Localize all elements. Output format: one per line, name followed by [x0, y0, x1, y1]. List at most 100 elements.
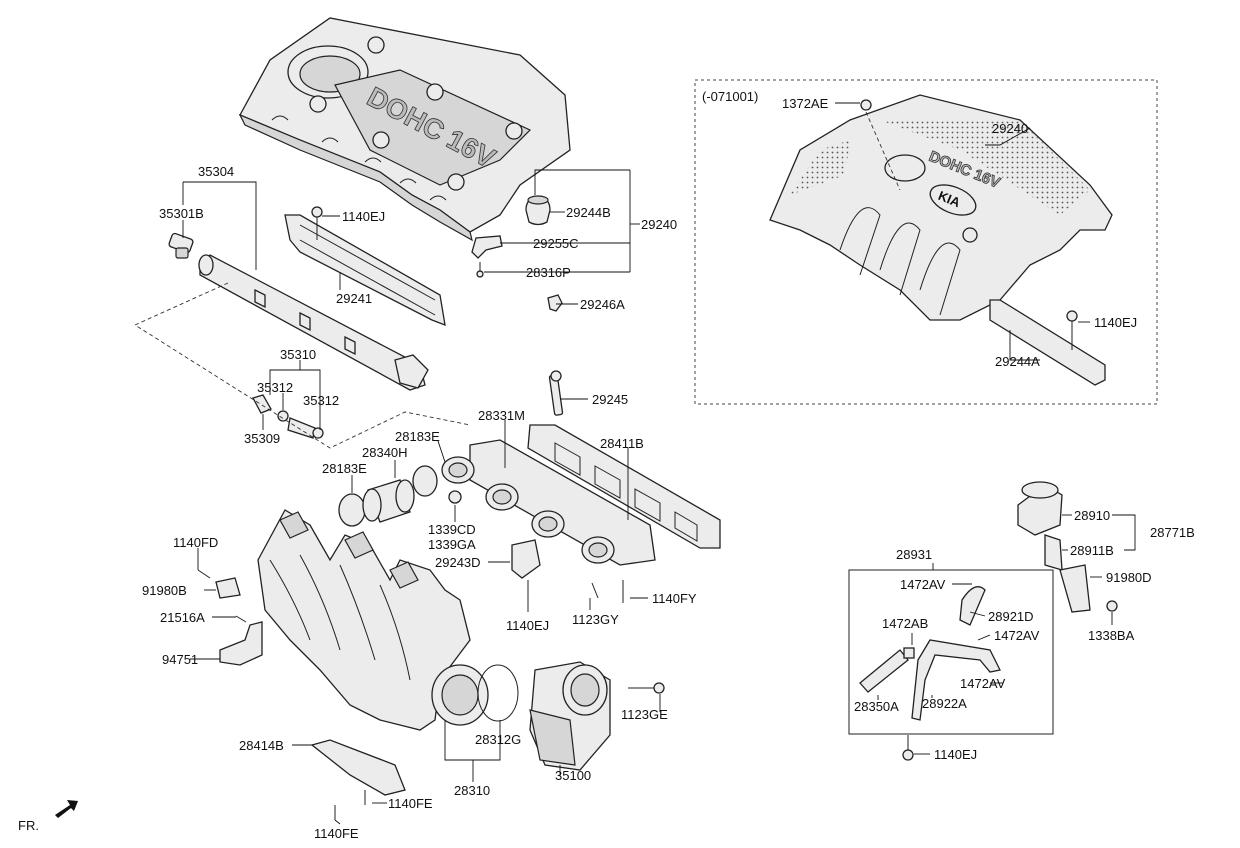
label-35304: 35304	[198, 164, 234, 179]
label-28183E-b: 28183E	[322, 461, 367, 476]
label-94751: 94751	[162, 652, 198, 667]
label-front: FR.	[18, 818, 39, 833]
bolt-1140FD	[197, 569, 211, 579]
label-1472AV-c: 1472AV	[960, 676, 1006, 691]
label-28350A: 28350A	[854, 699, 899, 714]
label-1123GE: 1123GE	[621, 707, 668, 722]
label-1140FE-a: 1140FE	[388, 796, 433, 811]
label-1140EJ-a: 1140EJ	[342, 209, 385, 224]
throttle-body-35100	[529, 661, 611, 771]
label-1339GA: 1339GA	[428, 537, 476, 552]
label-1472AV-b: 1472AV	[994, 628, 1040, 643]
injector-35310	[252, 394, 324, 439]
bolt-1123GY	[591, 582, 599, 599]
gasket-28312G	[477, 664, 519, 722]
manifold-flange-28331M	[441, 439, 656, 566]
bolt-1123GE	[628, 682, 665, 694]
label-91980B: 91980B	[142, 583, 187, 598]
bracket-29243D	[511, 539, 541, 579]
bracket-91980B	[215, 577, 241, 599]
label-28183E-a: 28183E	[395, 429, 440, 444]
label-28411B: 28411B	[600, 436, 644, 451]
label-28910: 28910	[1074, 508, 1110, 523]
pipe-28922A	[911, 639, 1001, 721]
label-35310: 35310	[280, 347, 316, 362]
sensor-29245	[548, 370, 564, 416]
clip-29246A	[547, 294, 563, 312]
label-29245: 29245	[592, 392, 628, 407]
clamp-1472AB	[903, 647, 915, 659]
nut-1338BA	[1106, 600, 1118, 612]
label-1140EJ-d: 1140EJ	[934, 747, 977, 762]
label-29246A: 29246A	[580, 297, 625, 312]
label-29240-b: 29240	[992, 121, 1028, 136]
label-28414B: 28414B	[239, 738, 284, 753]
stay-28414B	[310, 739, 406, 796]
label-35312-a: 35312	[257, 380, 293, 395]
nut-1339CD	[448, 490, 462, 504]
bracket-91980D	[1059, 564, 1091, 613]
bolt-28316P	[476, 262, 484, 278]
label-28316P: 28316P	[526, 265, 571, 280]
label-21516A: 21516A	[160, 610, 205, 625]
label-28911B: 28911B	[1070, 543, 1114, 558]
gasket-28411B	[527, 424, 721, 549]
label-1338BA: 1338BA	[1088, 628, 1135, 643]
label-29255C: 29255C	[533, 236, 579, 251]
label-35100: 35100	[555, 768, 591, 783]
sleeve-28183E-b	[338, 493, 366, 527]
label-28771B: 28771B	[1150, 525, 1195, 540]
label-28331M: 28331M	[478, 408, 525, 423]
bolt-1140EJ-c	[1066, 310, 1078, 350]
engine-cover-right: DOHC 16V KIA	[769, 94, 1113, 321]
grommet-29244B	[525, 195, 551, 226]
label-1140FE-b: 1140FE	[314, 826, 359, 841]
hose-28350A	[859, 649, 909, 693]
label-28921D: 28921D	[988, 609, 1034, 624]
sleeve-28183E-a	[412, 465, 438, 497]
label-35309: 35309	[244, 431, 280, 446]
label-29241: 29241	[336, 291, 372, 306]
label-28340H: 28340H	[362, 445, 408, 460]
label-29244A: 29244A	[995, 354, 1040, 369]
bolt-1140EJ-d	[902, 735, 914, 761]
fuel-rail-35304	[198, 254, 429, 391]
hose-group-box-28931	[848, 569, 1054, 735]
label-1472AB: 1472AB	[882, 616, 928, 631]
label-1140FY: 1140FY	[652, 591, 697, 606]
label-1123GY: 1123GY	[572, 612, 619, 627]
grommet-1372AE	[860, 99, 872, 111]
bracket-94751	[219, 621, 263, 666]
bracket-29244A	[989, 299, 1106, 386]
label-28922A: 28922A	[922, 696, 967, 711]
engine-cover-left: DOHC 16V	[238, 17, 571, 242]
bolt-1140EJ-a	[311, 206, 323, 240]
label-29240-a: 29240	[641, 217, 677, 232]
bracket-28911B	[1044, 534, 1063, 571]
label-1472AV-a: 1472AV	[900, 577, 946, 592]
variant-box-071001	[694, 79, 1158, 405]
hose-28340H	[362, 479, 415, 523]
fitting-35301B	[168, 232, 194, 259]
bracket-29241	[284, 214, 446, 327]
label-29243D: 29243D	[435, 555, 481, 570]
label-35301B: 35301B	[159, 206, 204, 221]
label-28310: 28310	[454, 783, 490, 798]
label-1140EJ-c: 1140EJ	[1094, 315, 1137, 330]
part-labels: 35304 35301B 1140EJ 29241 29244B 29240 2…	[18, 89, 1195, 841]
label-1140FD: 1140FD	[173, 535, 218, 550]
label-35312-b: 35312	[303, 393, 339, 408]
label-28312G: 28312G	[475, 732, 521, 747]
label-29244B: 29244B	[566, 205, 611, 220]
bolt-21516A	[235, 615, 247, 623]
purge-valve-28910	[1017, 481, 1063, 536]
label-1339CD: 1339CD	[428, 522, 476, 537]
intake-manifold-28310	[257, 509, 489, 731]
bracket-29255C	[471, 235, 503, 259]
label-28931: 28931	[896, 547, 932, 562]
hose-28921D	[959, 586, 986, 626]
leader-lines	[182, 102, 1136, 825]
label-1140EJ-b: 1140EJ	[506, 618, 549, 633]
label-071001: (-071001)	[702, 89, 758, 104]
